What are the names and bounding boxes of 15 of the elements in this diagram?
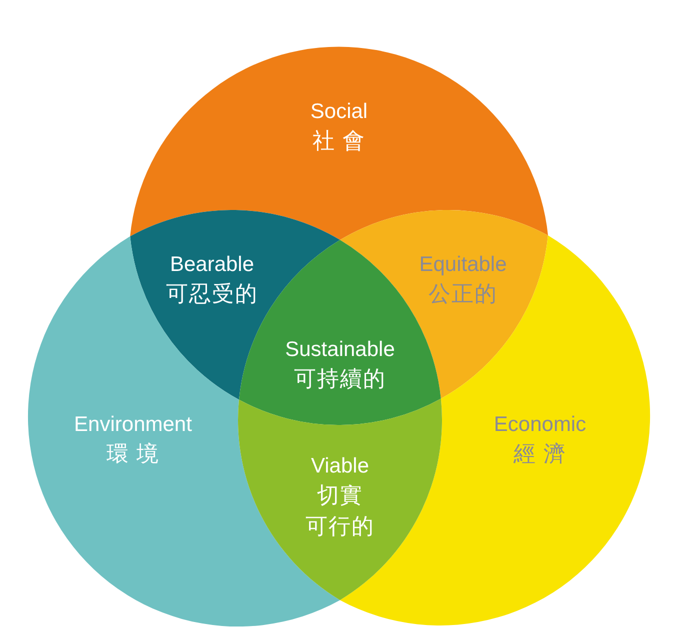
set-label: Economic xyxy=(494,412,586,438)
set-label-translation: 可持續的 xyxy=(294,365,386,394)
set-label: Viable xyxy=(311,454,369,480)
set-label: Bearable xyxy=(170,252,254,278)
set-label-translation: 公正的 xyxy=(428,280,498,308)
set-label-translation: 切實 xyxy=(317,482,363,510)
set-label: Equitable xyxy=(419,252,507,278)
set-label: Sustainable xyxy=(285,336,395,363)
set-label-translation: 社 會 xyxy=(312,127,366,156)
set-label-translation: 經 濟 xyxy=(513,440,567,468)
set-label-translation: 環 境 xyxy=(106,440,160,468)
set-label: Environment xyxy=(74,412,192,438)
set-label-translation: 可行的 xyxy=(306,512,374,541)
set-label: Social xyxy=(310,98,368,125)
set-label-translation: 可忍受的 xyxy=(166,280,258,308)
